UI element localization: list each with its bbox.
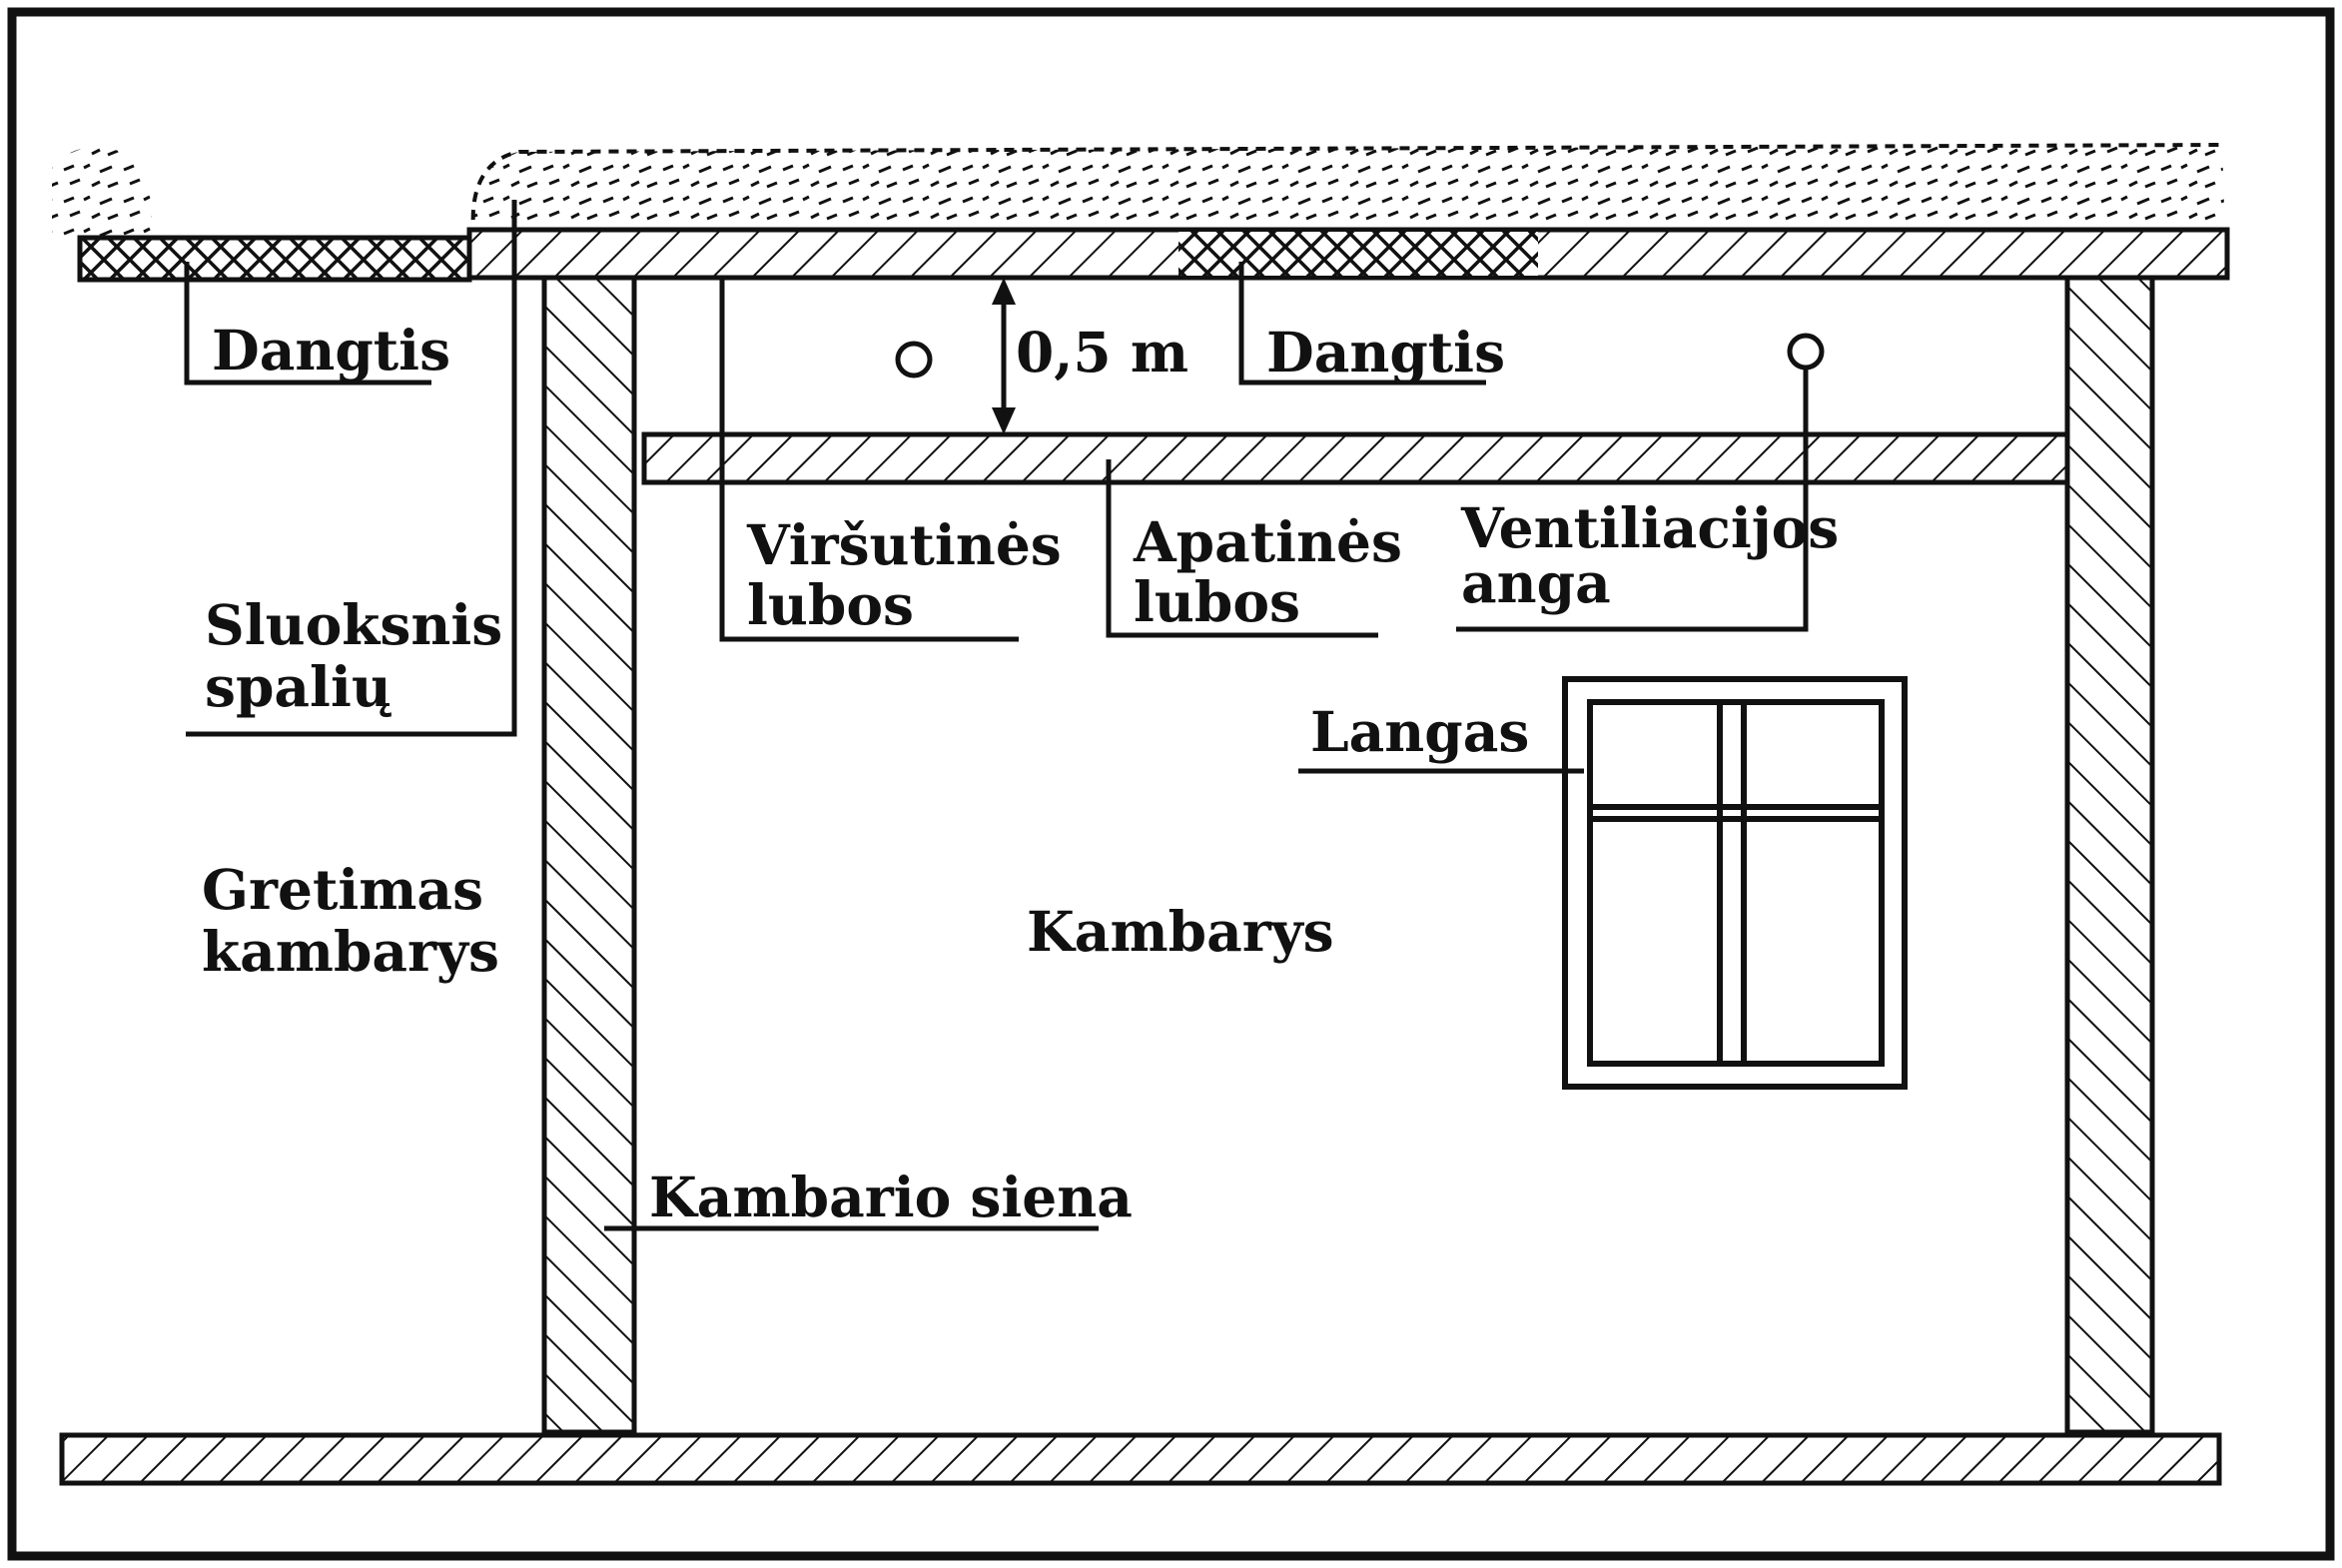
label-upper-ceiling-line2: lubos [747, 572, 914, 637]
vent-opening-right-icon [1787, 333, 1825, 371]
label-sawdust-layer: Sluoksnis spalių [205, 592, 521, 719]
window-icon [1562, 676, 1908, 1090]
leader-roof-left [184, 262, 431, 386]
label-lower-ceiling: Apatinės lubos [1133, 509, 1421, 634]
label-adjacent-room-line2: kambarys [202, 919, 499, 984]
label-vent-opening-line1: Ventiliacijos [1460, 495, 1839, 560]
label-vent-opening: Ventiliacijos anga [1460, 495, 1858, 615]
label-roof-right: Dangtis [1266, 320, 1505, 385]
lower-ceiling-board [641, 431, 2070, 485]
gap-dimension-arrow [992, 278, 1016, 434]
room-wall-left [541, 275, 637, 1435]
label-sawdust-layer-line1: Sluoksnis [205, 592, 502, 657]
floor-board [59, 1432, 2222, 1486]
roof-board-left [77, 235, 472, 283]
label-upper-ceiling: Viršutinės lubos [746, 512, 1081, 637]
leader-vent-opening [1456, 368, 1809, 632]
label-adjacent-room: Gretimas kambarys [202, 857, 502, 984]
leader-roof-right [1238, 262, 1486, 386]
label-sawdust-layer-line2: spalių [205, 654, 391, 719]
label-lower-ceiling-line1: Apatinės [1133, 509, 1402, 574]
vent-opening-left-icon [895, 341, 933, 379]
label-lower-ceiling-line2: lubos [1134, 569, 1300, 634]
label-room-wall: Kambario siena [649, 1165, 1133, 1229]
diagram-frame [7, 7, 2335, 1561]
leader-upper-ceiling [719, 278, 1019, 642]
label-gap-dimension: 0,5 m [1016, 320, 1188, 385]
label-adjacent-room-line1: Gretimas [202, 857, 483, 922]
label-room: Kambarys [1027, 899, 1334, 964]
label-vent-opening-line2: anga [1461, 550, 1611, 615]
sawdust-layer [472, 145, 2226, 238]
label-roof-left: Dangtis [212, 318, 450, 383]
label-upper-ceiling-line1: Viršutinės [746, 512, 1062, 577]
roof-board-cross-section [1178, 232, 1538, 276]
sawdust-heap-left [52, 146, 152, 238]
room-wall-right [2064, 275, 2155, 1435]
sawdust-layer-outline [470, 143, 2223, 239]
label-window: Langas [1310, 699, 1529, 764]
leader-lower-ceiling [1106, 459, 1378, 638]
leader-sawdust [186, 200, 517, 737]
